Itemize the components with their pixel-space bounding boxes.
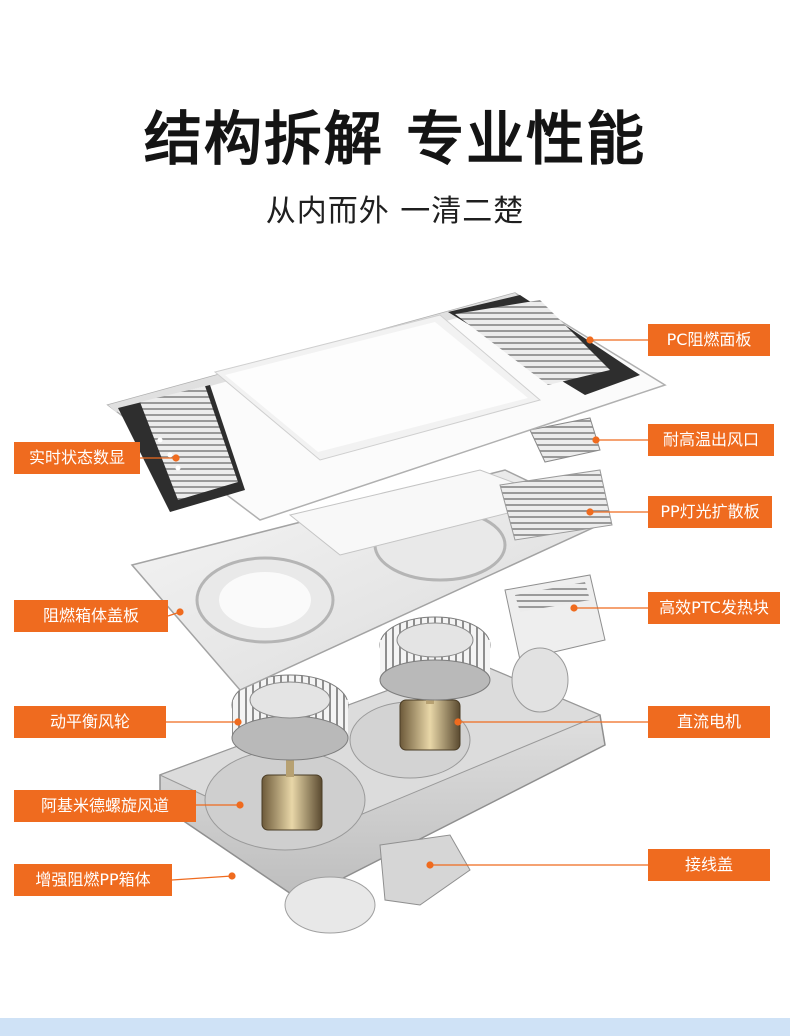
label-heat-resistant-outlet: 耐高温出风口 — [648, 424, 774, 456]
label-ptc-heater: 高效PTC发热块 — [648, 592, 780, 624]
pc-face-panel — [106, 292, 667, 521]
dc-motor-left — [261, 745, 323, 831]
label-spiral-air-duct: 阿基米德螺旋风道 — [14, 790, 196, 822]
air-outlet-grille — [529, 417, 601, 463]
label-balanced-fan-wheel: 动平衡风轮 — [14, 706, 166, 738]
label-pc-face-panel: PC阻燃面板 — [648, 324, 770, 356]
ptc-heater-block — [504, 574, 606, 713]
fan-wheel-left — [231, 674, 349, 761]
leader-lines — [140, 336, 648, 881]
light-diffuser-board — [288, 469, 613, 556]
page-subtitle: 从内而外 一清二楚 — [265, 194, 525, 229]
label-realtime-display: 实时状态数显 — [14, 442, 140, 474]
bottom-color-strip — [0, 1018, 790, 1036]
fan-wheel-right — [379, 616, 491, 701]
label-flame-retardant-cover: 阻燃箱体盖板 — [14, 600, 168, 632]
label-terminal-cover: 接线盖 — [648, 849, 770, 881]
label-pp-box-body: 增强阻燃PP箱体 — [14, 864, 172, 896]
page-title: 结构拆解 专业性能 — [143, 105, 647, 173]
label-pp-diffuser-board: PP灯光扩散板 — [648, 496, 772, 528]
label-dc-motor: 直流电机 — [648, 706, 770, 738]
